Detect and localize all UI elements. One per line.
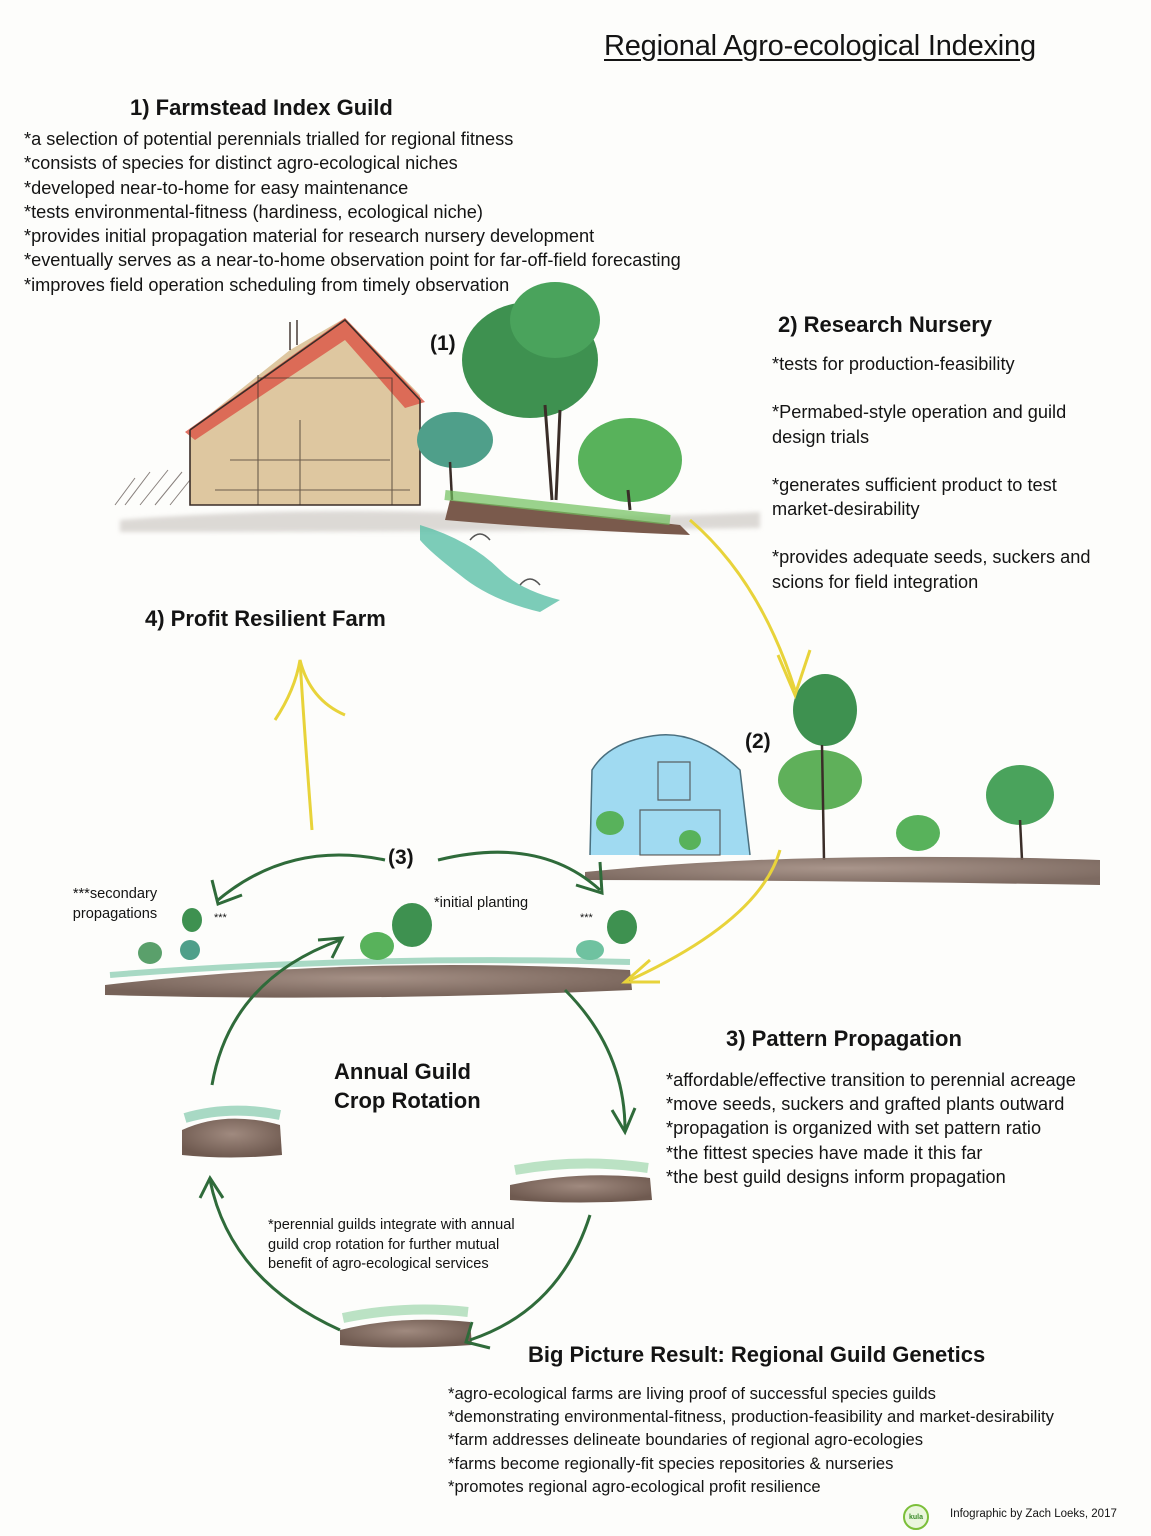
green-arrows (198, 850, 637, 1350)
section3-bullet: *the best guild designs inform propagati… (666, 1166, 1006, 1187)
arrow-rotation-4 (210, 938, 341, 1086)
section3-heading: 3) Pattern Propagation (726, 1026, 962, 1051)
nursery-drawing (585, 674, 1100, 885)
section2-bullet: *provides adequate seeds, suckers and (772, 547, 1091, 568)
section2-heading: 2) Research Nursery (778, 312, 993, 337)
barn-drawing (114, 318, 425, 506)
arrow-initial-right (437, 850, 602, 892)
section2-bullet: market-desirability (772, 499, 920, 520)
section2-bullet: design trials (772, 426, 870, 447)
credit-text: Infographic by Zach Loeks, 2017 (950, 1508, 1117, 1520)
section2-bullet: *Permabed-style operation and guild (772, 402, 1067, 423)
section1-bullet: *consists of species for distinct agro-e… (24, 153, 458, 174)
section1-bullet: *a selection of potential perennials tri… (24, 129, 514, 149)
section1-bullet: *tests environmental-fitness (hardiness,… (24, 201, 483, 222)
initial-planting-label: *initial planting (434, 895, 529, 911)
section2-bullet: scions for field integration (772, 571, 979, 592)
big-picture-list: *agro-ecological farms are living proof … (448, 1382, 1054, 1498)
marker-3: (3) (388, 846, 414, 869)
section3-bullet: *propagation is organized with set patte… (666, 1118, 1042, 1139)
rotation-title: Annual Guild Crop Rotation (334, 1057, 481, 1115)
big-picture-heading: Big Picture Result: Regional Guild Genet… (528, 1342, 986, 1367)
arrow-rotation-2 (469, 1214, 592, 1342)
arrow-secondary-left (217, 853, 386, 902)
farmstead-trees (417, 282, 690, 535)
logo-text: kula (908, 1513, 923, 1521)
rotation-beds (182, 1105, 652, 1348)
section4-heading: 4) Profit Resilient Farm (145, 606, 386, 631)
secondary-label-line: ***secondary (72, 886, 158, 902)
section3-bullet: *move seeds, suckers and grafted plants … (666, 1094, 1065, 1115)
page-title: Regional Agro-ecological Indexing (604, 30, 1036, 62)
section2-list: *tests for production-feasibility *Perma… (772, 352, 1091, 594)
arrow-2-to-3 (629, 849, 782, 982)
section1-bullet: *developed near-to-home for easy mainten… (24, 177, 409, 198)
big-picture-bullet: *demonstrating environmental-fitness, pr… (448, 1407, 1054, 1427)
section1-bullet: *provides initial propagation material f… (24, 226, 595, 247)
section1-bullet: *improves field operation scheduling fro… (24, 274, 510, 295)
section3-list: *affordable/effective transition to pere… (666, 1068, 1076, 1189)
rotation-title-line: Annual Guild (334, 1059, 471, 1084)
rotation-title-line: Crop Rotation (334, 1088, 481, 1113)
section3-bullet: *affordable/effective transition to pere… (666, 1070, 1076, 1090)
big-picture-bullet: *promotes regional agro-ecological profi… (448, 1476, 821, 1496)
arrow-1-to-2 (689, 518, 797, 691)
rotation-note-line: guild crop rotation for further mutual (268, 1236, 500, 1253)
section1-heading: 1) Farmstead Index Guild (130, 95, 393, 120)
arrow-3-to-4 (298, 659, 314, 831)
secondary-propagations-label: ***secondary propagations (67, 885, 163, 924)
arrow-rotation-3 (208, 1179, 341, 1332)
farmstead-water (420, 525, 560, 612)
section1-bullet: *eventually serves as a near-to-home obs… (24, 250, 681, 271)
big-picture-bullet: *farm addresses delineate boundaries of … (448, 1430, 924, 1450)
big-picture-bullet: *agro-ecological farms are living proof … (448, 1384, 936, 1403)
marker-2: (2) (745, 730, 771, 753)
secondary-label-line: propagations (72, 905, 158, 922)
section2-bullet: *tests for production-feasibility (772, 354, 1015, 374)
arrow-rotation-1 (563, 988, 627, 1131)
rotation-note-line: benefit of agro-ecological services (268, 1256, 489, 1273)
rotation-note: *perennial guilds integrate with annual … (268, 1216, 515, 1275)
yellow-arrows (273, 518, 812, 984)
stars-left: *** (214, 912, 227, 924)
section2-bullet: *generates sufficient product to test (772, 474, 1057, 495)
kula-logo-icon: kula (903, 1504, 929, 1530)
propagation-bed (105, 903, 637, 998)
marker-1: (1) (430, 332, 456, 355)
section3-bullet: *the fittest species have made it this f… (666, 1142, 983, 1163)
rotation-note-line: *perennial guilds integrate with annual (268, 1217, 515, 1233)
big-picture-bullet: *farms become regionally-fit species rep… (448, 1453, 894, 1473)
section1-list: *a selection of potential perennials tri… (24, 127, 681, 297)
stars-right: *** (580, 912, 593, 924)
